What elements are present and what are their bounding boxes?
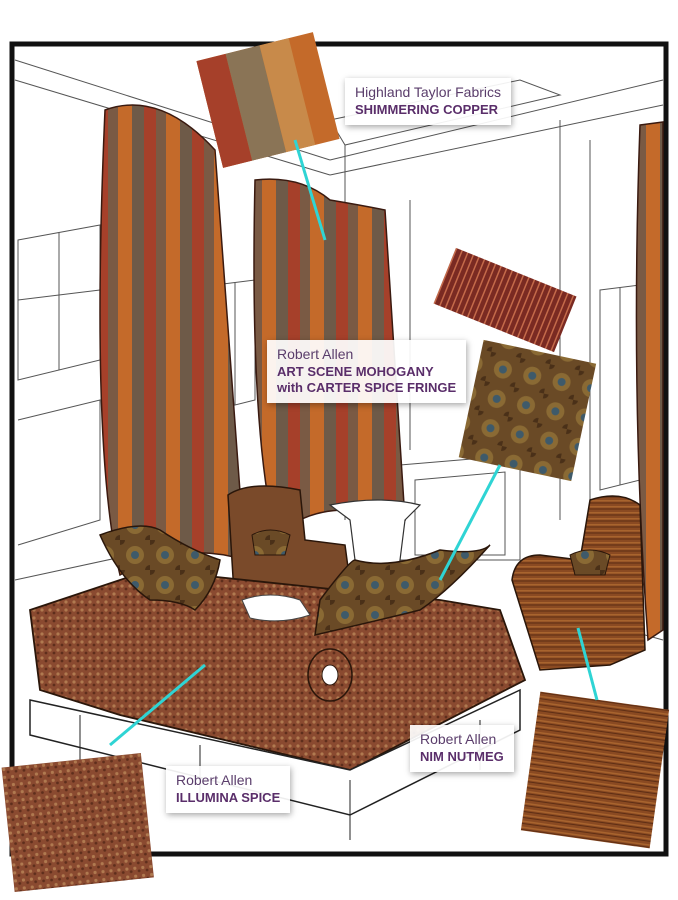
swatch-art-scene-mohogany — [458, 339, 597, 482]
callout-fabric: NIM NUTMEG — [420, 748, 504, 764]
leader-lines — [109, 139, 599, 747]
callout-nim-nutmeg: Robert Allen NIM NUTMEG — [410, 725, 514, 772]
callout-brand: Robert Allen — [277, 346, 354, 362]
callout-fabric: ART SCENE MOHOGANY — [277, 363, 434, 379]
callout-brand: Highland Taylor Fabrics — [355, 84, 502, 100]
swatch-shimmering-copper — [196, 32, 340, 168]
swatch-carter-spice-fringe — [433, 247, 577, 353]
callout-illumina-spice: Robert Allen ILLUMINA SPICE — [166, 766, 291, 813]
callout-brand: Robert Allen — [420, 731, 497, 747]
swatch-nim-nutmeg — [520, 691, 670, 849]
callout-shimmering-copper: Highland Taylor Fabrics SHIMMERING COPPE… — [345, 78, 512, 125]
callout-art-scene-mohogany: Robert Allen ART SCENE MOHOGANY with CAR… — [267, 340, 467, 403]
callout-fabric: SHIMMERING COPPER — [355, 101, 499, 117]
callout-fabric-secondary: with CARTER SPICE FRINGE — [277, 379, 457, 395]
pillow-left — [98, 525, 221, 611]
curtain-right — [635, 121, 664, 642]
swatch-illumina-spice — [1, 753, 154, 892]
daybed — [29, 569, 527, 840]
armchair-right — [511, 495, 646, 671]
callout-fabric: ILLUMINA SPICE — [176, 789, 281, 805]
callout-brand: Robert Allen — [176, 772, 253, 788]
